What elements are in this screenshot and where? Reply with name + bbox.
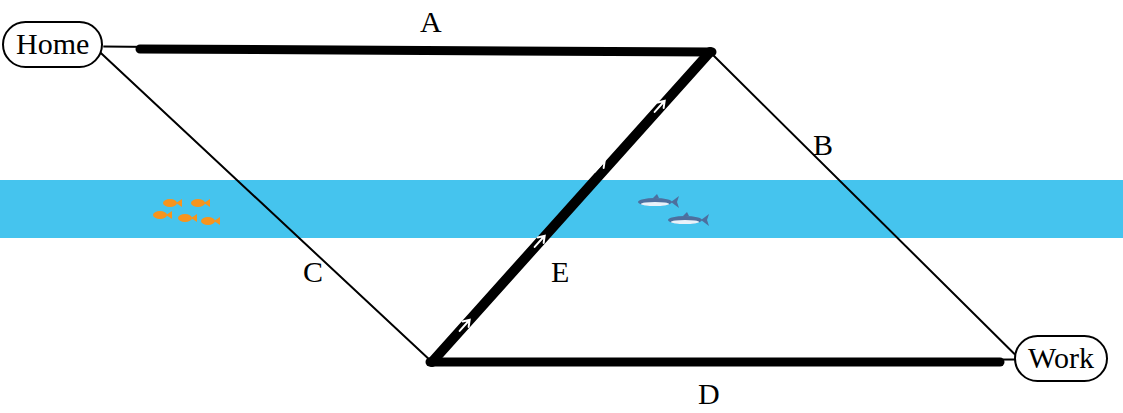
direction-arrows [457, 98, 668, 334]
place-box: Work [1014, 335, 1108, 382]
blue-fish [638, 194, 709, 226]
place-name: Home [16, 27, 89, 60]
road-route [100, 53, 1015, 363]
road-route [103, 47, 1015, 355]
place-name: Work [1028, 341, 1094, 374]
road-label: A [420, 5, 442, 39]
road-label: D [698, 377, 720, 411]
road-e-thick [432, 52, 710, 362]
orange-fish [153, 199, 220, 225]
road-label: E [551, 255, 569, 289]
road-label: B [813, 128, 833, 162]
road-label: C [303, 255, 323, 289]
place-box: Home [2, 21, 103, 68]
river [0, 180, 1123, 238]
